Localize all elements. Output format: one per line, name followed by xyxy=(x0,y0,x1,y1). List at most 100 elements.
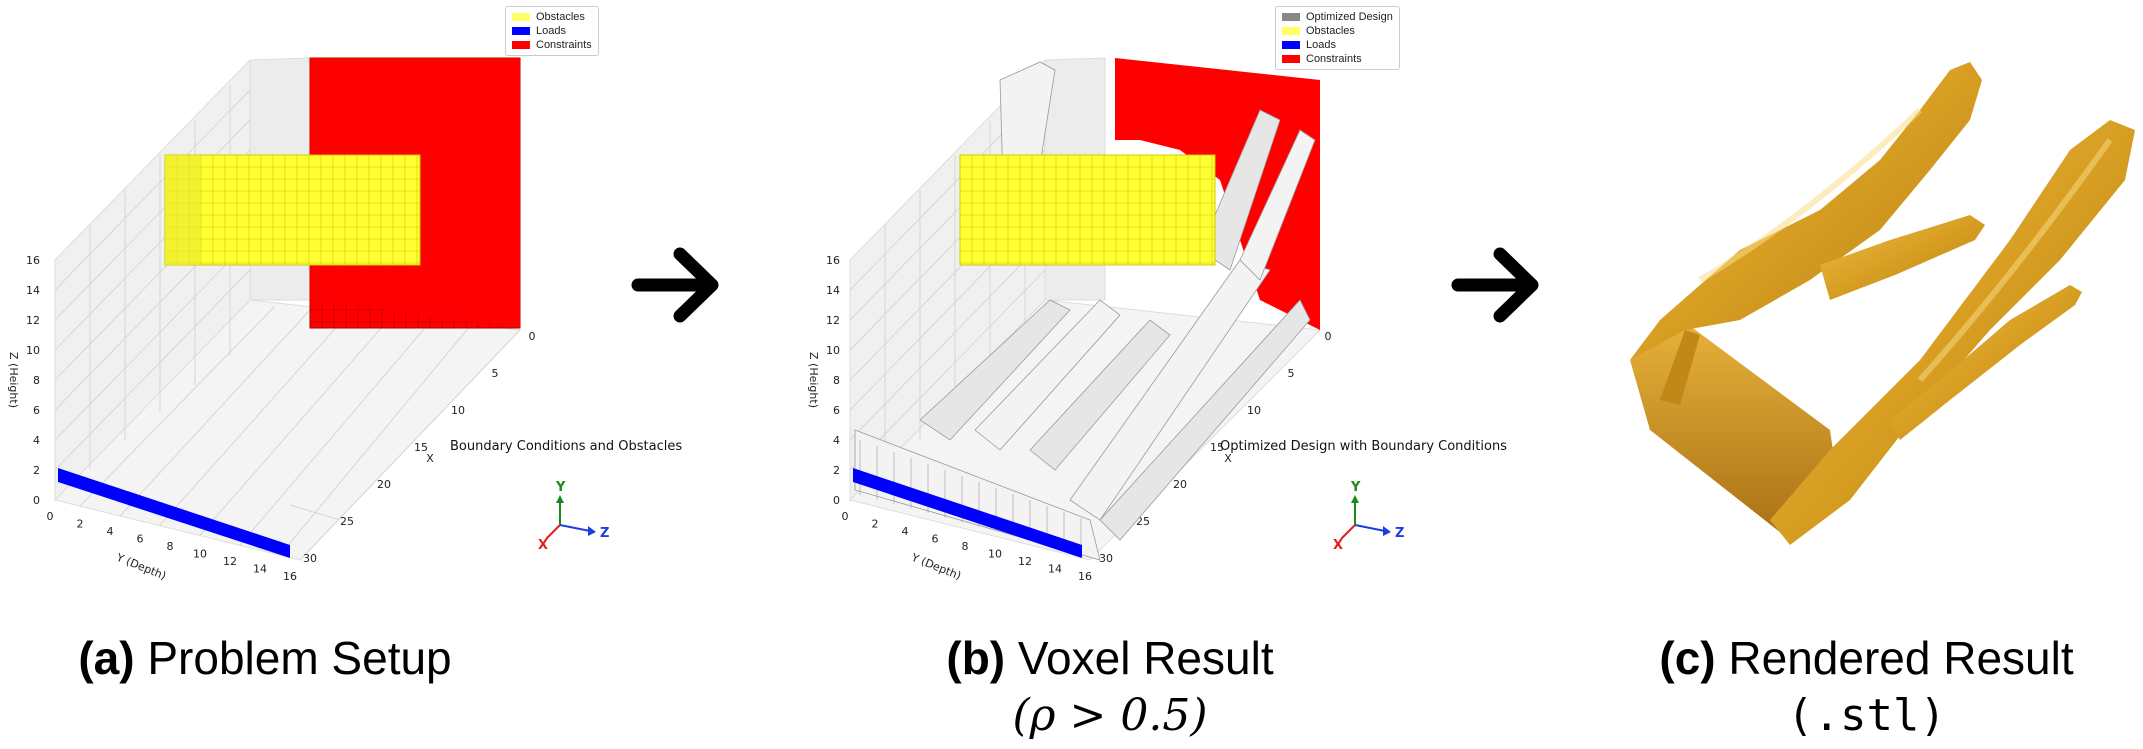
legend-item-obstacles: Obstacles xyxy=(512,10,592,24)
legend-item-loads: Loads xyxy=(512,24,592,38)
triad-x-arrow xyxy=(1340,524,1356,540)
legend-item-loads: Loads xyxy=(1282,38,1393,52)
caption-text: Problem Setup xyxy=(147,632,452,684)
z-tick-label: 10 xyxy=(26,344,40,357)
z-tick-label: 6 xyxy=(33,404,40,417)
z-tick-label: 14 xyxy=(26,284,40,297)
y-tick-label: 16 xyxy=(1078,570,1092,583)
legend-label: Obstacles xyxy=(536,11,585,23)
caption-c-sub: (.stl) xyxy=(1787,690,1946,741)
y-tick-label: 10 xyxy=(988,548,1002,561)
triad-z-label: Z xyxy=(600,526,609,541)
x-axis-label: X xyxy=(1224,452,1232,465)
legend-swatch-obstacles xyxy=(1282,27,1300,35)
legend-item-optimized-design: Optimized Design xyxy=(1282,10,1393,24)
z-tick-label: 16 xyxy=(826,254,840,267)
triad-z-head xyxy=(588,526,596,536)
z-axis-label: Z (Height) xyxy=(807,352,820,408)
legend-label: Loads xyxy=(1306,39,1336,51)
triad-y-head xyxy=(556,495,564,503)
render-inner-bar xyxy=(1660,330,1700,405)
triad-x-label: X xyxy=(1333,538,1343,553)
triad-z-arrow xyxy=(559,524,591,532)
plot-title: Boundary Conditions and Obstacles xyxy=(450,439,682,454)
triad-y-head xyxy=(1351,495,1359,503)
triad-x-label: X xyxy=(538,538,548,553)
x-tick-label: 10 xyxy=(1247,404,1261,417)
load-bar xyxy=(853,468,1082,558)
y-tick-label: 8 xyxy=(167,540,174,553)
y-axis-label: Y (Depth) xyxy=(114,551,168,583)
y-tick-label: 14 xyxy=(1048,563,1062,576)
legend-swatch-constraints xyxy=(512,41,530,49)
x-tick-label: 25 xyxy=(340,515,354,528)
triad-z-arrow xyxy=(1354,524,1386,532)
y-tick-label: 12 xyxy=(1018,555,1032,568)
grid-line xyxy=(849,239,1046,441)
y-tick-label: 4 xyxy=(902,525,909,538)
grid-line xyxy=(54,269,251,471)
caption-b-sub: (ρ > 0.5) xyxy=(1012,690,1208,741)
grid-line xyxy=(159,311,351,526)
z-tick-label: 0 xyxy=(33,494,40,507)
x-tick-label: 30 xyxy=(1099,552,1113,565)
caption-text: Voxel Result xyxy=(1017,632,1274,684)
obstacle-block-fill xyxy=(959,154,1216,266)
z-tick-label: 12 xyxy=(826,314,840,327)
legend-swatch-constraints xyxy=(1282,55,1300,63)
z-tick-label: 14 xyxy=(826,284,840,297)
caption-prefix: (a) xyxy=(78,632,135,684)
right-arrow-icon xyxy=(631,247,719,323)
obstacle-block-fill xyxy=(164,154,421,266)
grid-line xyxy=(239,321,431,546)
x-tick-label: 5 xyxy=(492,367,499,380)
right-arrow-icon xyxy=(1451,247,1539,323)
design-strut xyxy=(974,299,1121,451)
legend-swatch-optimized-design xyxy=(1282,13,1300,21)
legend-label: Loads xyxy=(536,25,566,37)
legend-voxel-result: Optimized Design Obstacles Loads Constra… xyxy=(1275,6,1400,70)
caption-prefix: (b) xyxy=(946,632,1006,684)
triad-z-head xyxy=(1383,526,1391,536)
z-axis-label: Z (Height) xyxy=(7,352,20,408)
y-tick-label: 6 xyxy=(137,533,144,546)
triad-z-label: Z xyxy=(1395,526,1404,541)
triad-y-label: Y xyxy=(1350,480,1361,495)
z-tick-label: 6 xyxy=(833,404,840,417)
y-axis-label: Y (Depth) xyxy=(909,551,963,583)
design-strut xyxy=(1069,259,1271,521)
y-tick-label: 0 xyxy=(47,510,54,523)
x-tick-label: 10 xyxy=(451,404,465,417)
x-tick-label: 25 xyxy=(1136,515,1150,528)
render-arm-left xyxy=(1630,62,1982,360)
axis-triad: YZX xyxy=(538,480,609,553)
grid-line xyxy=(54,119,251,321)
grid-line xyxy=(119,309,311,517)
x-tick-label: 20 xyxy=(1173,478,1187,491)
y-tick-label: 16 xyxy=(283,570,297,583)
y-tick-label: 2 xyxy=(77,518,84,531)
obstacle-block xyxy=(164,154,421,266)
caption-a: (a) Problem Setup xyxy=(30,630,500,686)
x-tick-label: 15 xyxy=(414,441,428,454)
load-bar xyxy=(58,468,290,558)
z-tick-label: 2 xyxy=(33,464,40,477)
y-tick-label: 6 xyxy=(932,533,939,546)
grid-line xyxy=(79,305,276,507)
z-tick-label: 16 xyxy=(26,254,40,267)
legend-label: Constraints xyxy=(536,39,592,51)
y-tick-label: 4 xyxy=(107,525,114,538)
design-strut xyxy=(1239,129,1316,281)
z-tick-label: 10 xyxy=(826,344,840,357)
x-tick-label: 0 xyxy=(529,330,536,343)
grid-line xyxy=(289,504,341,521)
render-branch-middle xyxy=(1820,215,1985,300)
x-tick-label: 15 xyxy=(1210,441,1224,454)
rendered-stl-model xyxy=(1630,62,2135,545)
grid-line xyxy=(849,269,1046,471)
design-strut xyxy=(919,299,1071,441)
y-tick-label: 8 xyxy=(962,540,969,553)
